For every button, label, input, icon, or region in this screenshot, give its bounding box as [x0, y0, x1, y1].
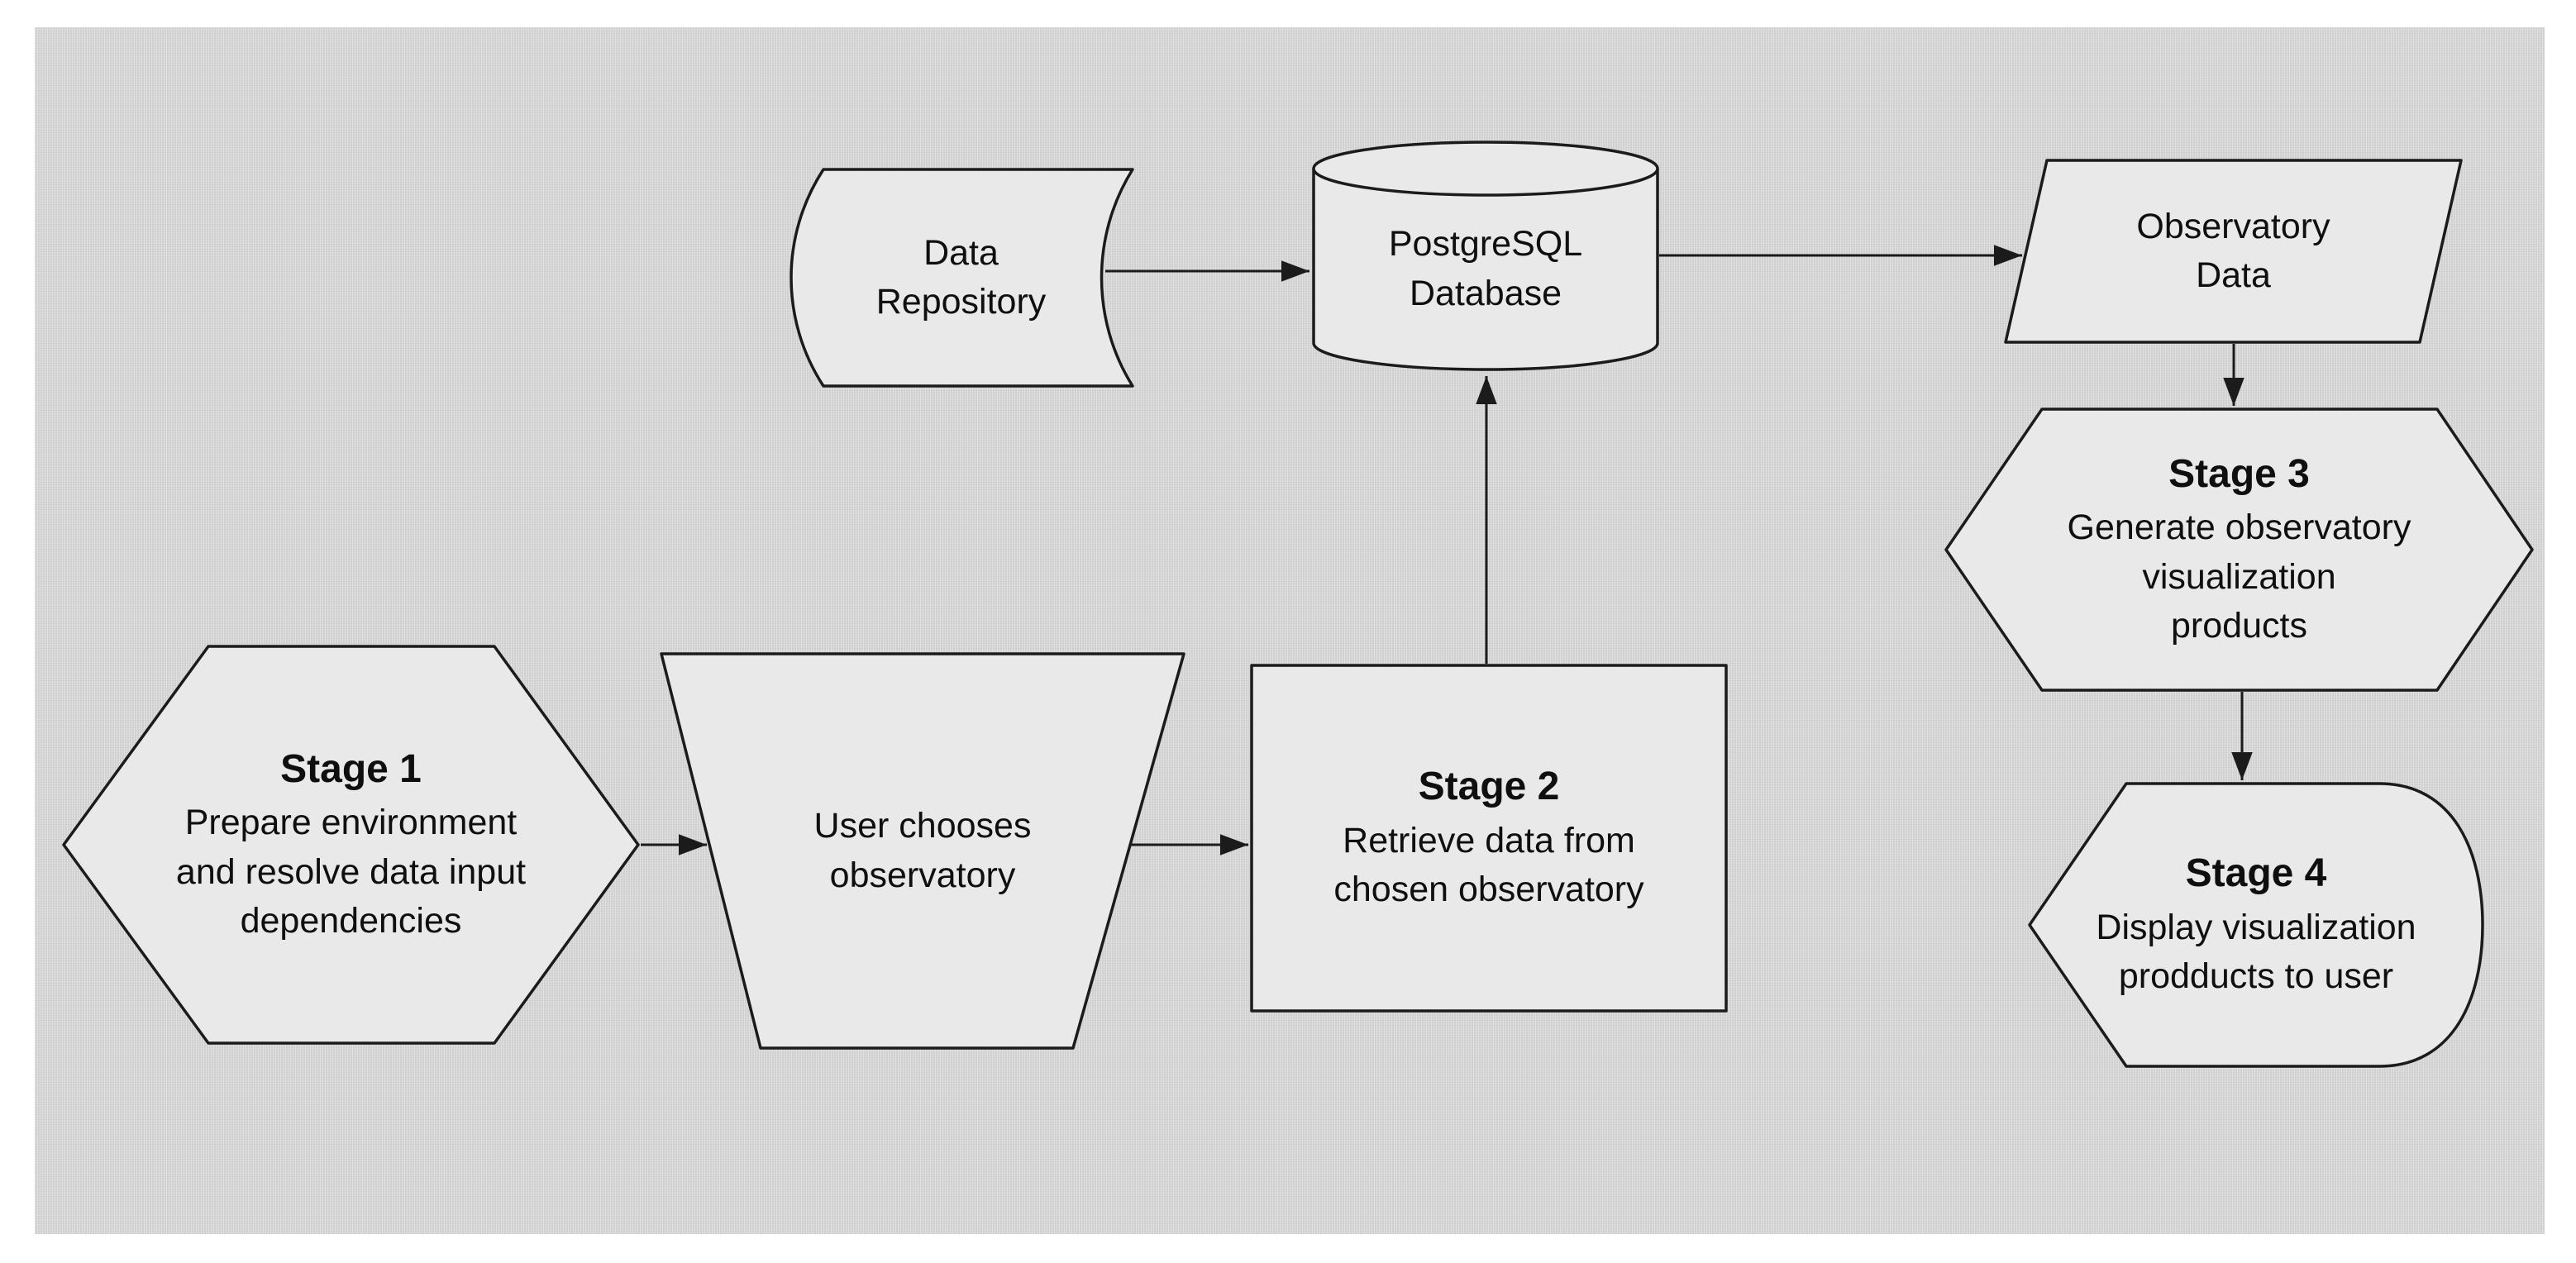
- stage3-hexagon-shape: [1944, 407, 2534, 692]
- observatory-data-parallelogram-shape: [2004, 159, 2463, 344]
- stage1-hexagon-shape: [62, 645, 640, 1045]
- postgresql-database-cylinder-top: [1312, 141, 1659, 197]
- stage4-display-shape: [2028, 782, 2484, 1068]
- data-repository-stored-data-shape: [789, 168, 1134, 388]
- stage2-rectangle-shape: [1250, 664, 1728, 1013]
- user-chooses-observatory-trapezoid-shape: [660, 652, 1185, 1050]
- postgresql-database-cylinder-shape: [1312, 169, 1659, 371]
